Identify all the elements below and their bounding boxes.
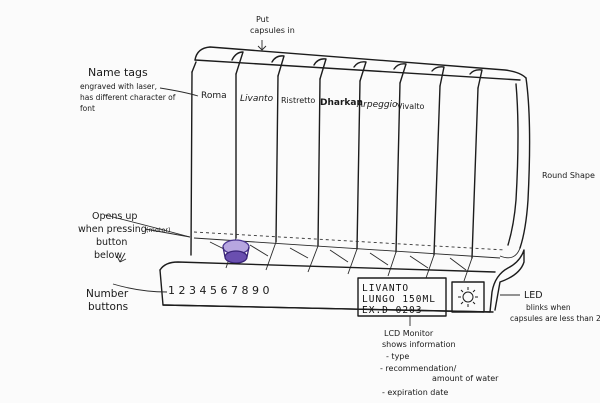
slot-name: Arpeggio — [356, 100, 398, 110]
slot-name: Ristretto — [281, 96, 315, 105]
number-buttons-row: 1 2 3 4 5 6 7 8 9 0 — [168, 284, 269, 297]
leader-lines — [104, 40, 520, 326]
svg-text:capsules in: capsules in — [250, 26, 295, 35]
svg-text:blinks when: blinks when — [526, 303, 571, 312]
svg-text:amount of water: amount of water — [432, 374, 499, 383]
annotation-round-shape: Round Shape — [542, 171, 595, 180]
slot-name: Livanto — [240, 94, 274, 104]
top-rail-front — [191, 59, 521, 81]
svg-text:- type: - type — [386, 352, 409, 361]
capsule-illustration — [222, 239, 250, 264]
annotation-motor: (motor) — [146, 226, 171, 234]
round-side — [519, 77, 531, 249]
annotation-put-capsules: Put capsules in — [250, 15, 295, 35]
svg-text:shows information: shows information — [382, 340, 456, 349]
annotation-opens-up: Opens up when pressing button below — [78, 211, 147, 261]
svg-text:has different character of: has different character of — [80, 93, 176, 102]
lcd-line: EX.D 0203 — [362, 305, 422, 316]
annotation-number-buttons: Number buttons — [86, 288, 129, 313]
annotation-lcd-monitor: LCD Monitor shows information - type - r… — [380, 329, 499, 397]
svg-text:below: below — [94, 250, 122, 261]
slot-name-tags: Roma Livanto Ristretto Dharkan Arpeggio … — [201, 91, 425, 111]
slot-name: Dharkan — [320, 98, 363, 108]
annotation-name-tags: Name tags engraved with laser, has diffe… — [80, 66, 176, 113]
svg-text:LCD Monitor: LCD Monitor — [384, 329, 434, 338]
lcd-line: LUNGO 150ML — [362, 294, 436, 305]
slot-name: Vivalto — [397, 102, 425, 111]
svg-text:button: button — [96, 237, 127, 248]
svg-text:Name tags: Name tags — [88, 66, 148, 79]
svg-text:font: font — [80, 104, 95, 113]
svg-text:engraved with laser,: engraved with laser, — [80, 82, 157, 91]
slot-name: Roma — [201, 91, 227, 101]
lcd-line: LIVANTO — [362, 283, 409, 294]
led-icon — [458, 287, 478, 307]
top-rail — [194, 46, 527, 79]
svg-text:capsules are less than 2: capsules are less than 2 — [510, 314, 600, 323]
svg-text:Opens up: Opens up — [92, 211, 137, 222]
svg-text:LED: LED — [524, 290, 543, 301]
svg-text:buttons: buttons — [88, 301, 128, 313]
front-panel — [159, 249, 525, 313]
svg-text:Put: Put — [256, 15, 269, 24]
left-edge — [190, 71, 193, 256]
svg-text:- recommendation/: - recommendation/ — [380, 364, 457, 373]
lcd-monitor — [357, 277, 447, 317]
annotation-led: LED blinks when capsules are less than 2 — [510, 290, 600, 323]
svg-text:Number: Number — [86, 288, 129, 300]
led-housing — [451, 281, 485, 313]
svg-text:- expiration date: - expiration date — [382, 388, 448, 397]
svg-text:when pressing: when pressing — [78, 224, 147, 235]
slot-dividers — [231, 51, 483, 259]
